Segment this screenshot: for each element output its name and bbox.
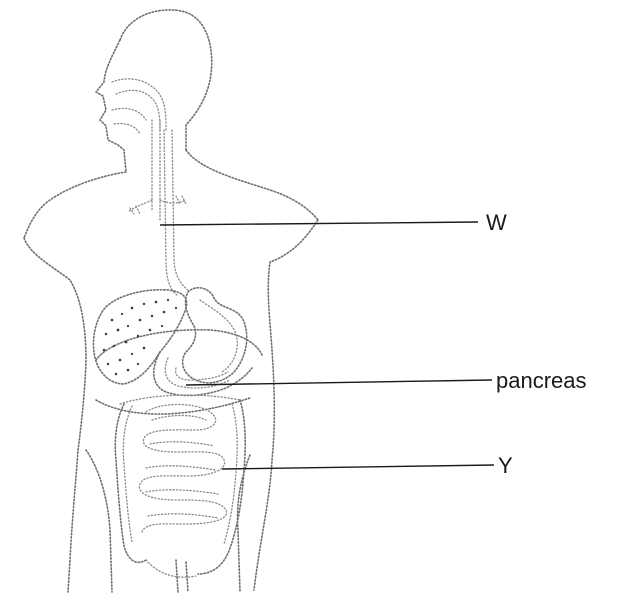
pancreas bbox=[154, 352, 252, 395]
mouth-and-throat bbox=[112, 79, 166, 134]
leader-line-w bbox=[160, 222, 478, 225]
label-y: Y bbox=[498, 453, 513, 478]
label-pancreas: pancreas bbox=[496, 368, 587, 393]
body-outline bbox=[24, 10, 318, 592]
leader-line-y bbox=[222, 465, 494, 469]
leader-line-pancreas bbox=[186, 380, 492, 385]
small-intestine bbox=[139, 405, 226, 533]
label-w: W bbox=[486, 210, 507, 235]
large-intestine bbox=[115, 395, 245, 592]
oesophagus bbox=[128, 120, 188, 296]
